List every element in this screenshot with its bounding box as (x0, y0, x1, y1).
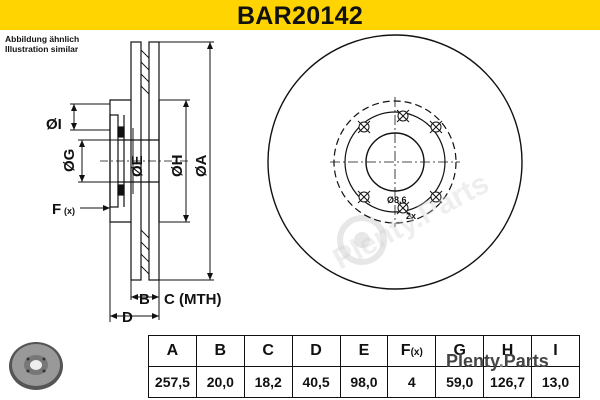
label-dim-C: C (MTH) (164, 291, 221, 308)
label-dim-F-sub: (x) (64, 206, 75, 216)
spec-value-H: 126,7 (483, 366, 532, 398)
spec-header-A: A (148, 335, 197, 367)
label-dim-F: F (52, 201, 61, 218)
watermark-brand: Plenty.Parts (446, 351, 549, 371)
spec-header-D: D (291, 335, 341, 367)
spec-header-C: C (243, 335, 293, 367)
spec-value-A: 257,5 (148, 366, 197, 398)
spec-value-F: 4 (387, 366, 437, 398)
disc-front-view (267, 34, 523, 290)
note-illustration-en: Illustration similar (5, 44, 79, 54)
disc-thumbnail-icon (9, 342, 63, 390)
label-dim-B: B (139, 291, 150, 308)
spec-value-E: 98,0 (339, 366, 389, 398)
spec-value-row: 257,5 20,0 18,2 40,5 98,0 4 59,0 126,7 1… (148, 366, 580, 398)
label-dim-D: D (122, 309, 133, 326)
spec-value-B: 20,0 (195, 366, 245, 398)
label-bolt-hole-diameter: Ø8,6 (387, 195, 407, 205)
label-dim-E: ØE (129, 155, 146, 177)
dimension-arrows (71, 42, 213, 319)
label-bolt-count: 2x (406, 211, 416, 221)
dimension-lines (70, 41, 214, 322)
spec-header-B: B (195, 335, 245, 367)
bolt-hole-icons (357, 109, 443, 215)
spec-value-D: 40,5 (291, 366, 341, 398)
spec-value-G: 59,0 (435, 366, 485, 398)
header-band (0, 0, 600, 30)
spec-value-I: 13,0 (531, 366, 580, 398)
part-number-title: BAR20142 (236, 2, 364, 30)
watermark-logo-icon (337, 215, 387, 265)
label-dim-I: ØI (46, 116, 62, 133)
spec-header-F-sub: (x) (410, 347, 423, 358)
spec-header-E: E (339, 335, 389, 367)
note-illustration-de: Abbildung ähnlich (5, 34, 80, 44)
spec-value-C: 18,2 (243, 366, 293, 398)
spec-header-F-letter: F (400, 342, 411, 359)
bolt-leader-line (402, 207, 413, 219)
label-dim-G: ØG (61, 149, 78, 172)
front-centerlines (330, 97, 460, 227)
label-dim-H: ØH (169, 155, 186, 178)
spec-header-row: A B C D E F(x) G H I (148, 335, 580, 367)
label-dim-A: ØA (193, 154, 210, 177)
spec-header-F: F(x) (387, 335, 437, 367)
spec-header-I: I (531, 335, 580, 367)
spec-table: A B C D E F(x) G H I 257,5 20,0 18,2 40,… (148, 335, 580, 398)
